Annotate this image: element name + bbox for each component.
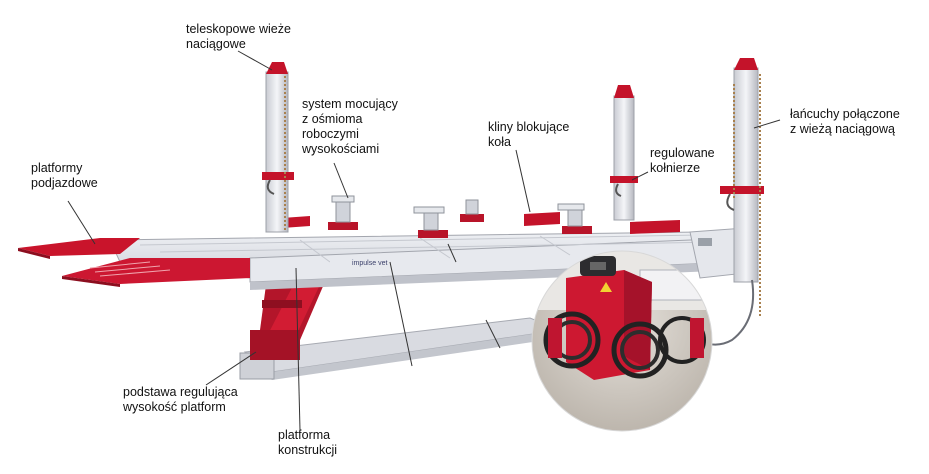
label-base: podstawa regulująca wysokość platform	[123, 385, 238, 414]
clamp-2	[413, 206, 448, 238]
tower-right	[701, 58, 764, 346]
label-frame: platforma konstrukcji	[278, 428, 338, 457]
leader-lines	[67, 50, 781, 431]
label-clamps: system mocujący z ośmioma roboczymi wyso…	[302, 97, 398, 156]
clamp-1	[328, 195, 358, 230]
clamp-3	[460, 199, 484, 222]
label-chains: łańcuchy połączone z wieżą naciągową	[790, 107, 900, 136]
label-wedges: kliny blokujące koła	[488, 120, 570, 149]
clamps	[328, 195, 592, 238]
wheel-wedges	[282, 212, 680, 234]
clamp-4	[557, 203, 592, 234]
brand-sticker: impulse vet	[330, 258, 414, 267]
label-ramps: platformy podjazdowe	[31, 161, 98, 190]
pump-inset	[531, 250, 713, 432]
label-collars: regulowane kołnierze	[650, 146, 715, 175]
ramps	[18, 238, 250, 287]
tower-middle	[610, 85, 638, 221]
brand-text: impulse vet	[352, 260, 387, 267]
label-towers: teleskopowe wieże naciągowe	[186, 22, 291, 51]
tower-left	[262, 62, 294, 233]
